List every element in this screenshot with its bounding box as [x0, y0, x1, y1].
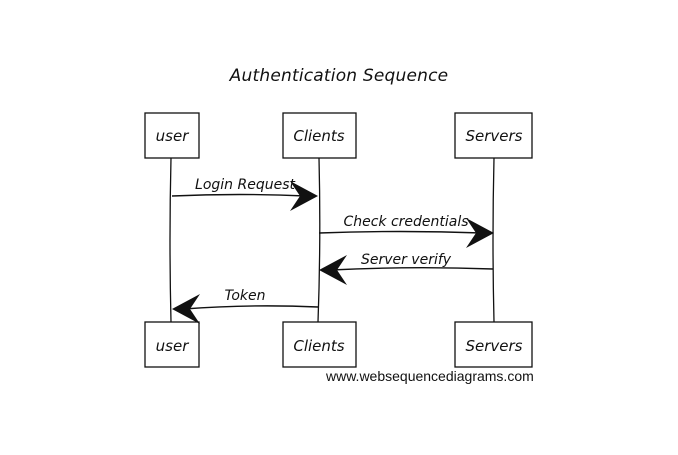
message-arrow-token: Token	[172, 288, 319, 324]
message-label: Login Request	[195, 177, 295, 193]
participant-label: Servers	[465, 337, 522, 355]
lifeline-user	[169, 157, 172, 323]
participant-box-top-servers: Servers	[454, 112, 533, 159]
participant-label: user	[156, 127, 190, 145]
participant-box-top-user: user	[144, 112, 200, 159]
message-label: Server verify	[361, 252, 452, 268]
lifeline-clients	[317, 157, 321, 323]
participant-label: Clients	[293, 337, 344, 355]
watermark-link[interactable]: www.websequencediagrams.com	[326, 368, 534, 384]
participant-box-bottom-servers: Servers	[454, 321, 533, 368]
participant-box-top-clients: Clients	[282, 112, 357, 159]
message-arrow-server-verify: Server verify	[319, 252, 494, 285]
message-arrow-check-credentials: Check credentials	[318, 214, 494, 248]
participant-box-bottom-user: user	[144, 321, 200, 368]
message-arrow-login-request: Login Request	[171, 177, 318, 211]
message-label: Token	[225, 288, 266, 304]
participant-label: Clients	[293, 127, 344, 145]
diagram-title: Authentication Sequence	[229, 66, 449, 86]
participant-box-bottom-clients: Clients	[282, 321, 357, 368]
participant-label: Servers	[465, 127, 522, 145]
message-label: Check credentials	[343, 214, 468, 230]
lifeline-servers	[492, 157, 495, 323]
participant-label: user	[156, 337, 190, 355]
